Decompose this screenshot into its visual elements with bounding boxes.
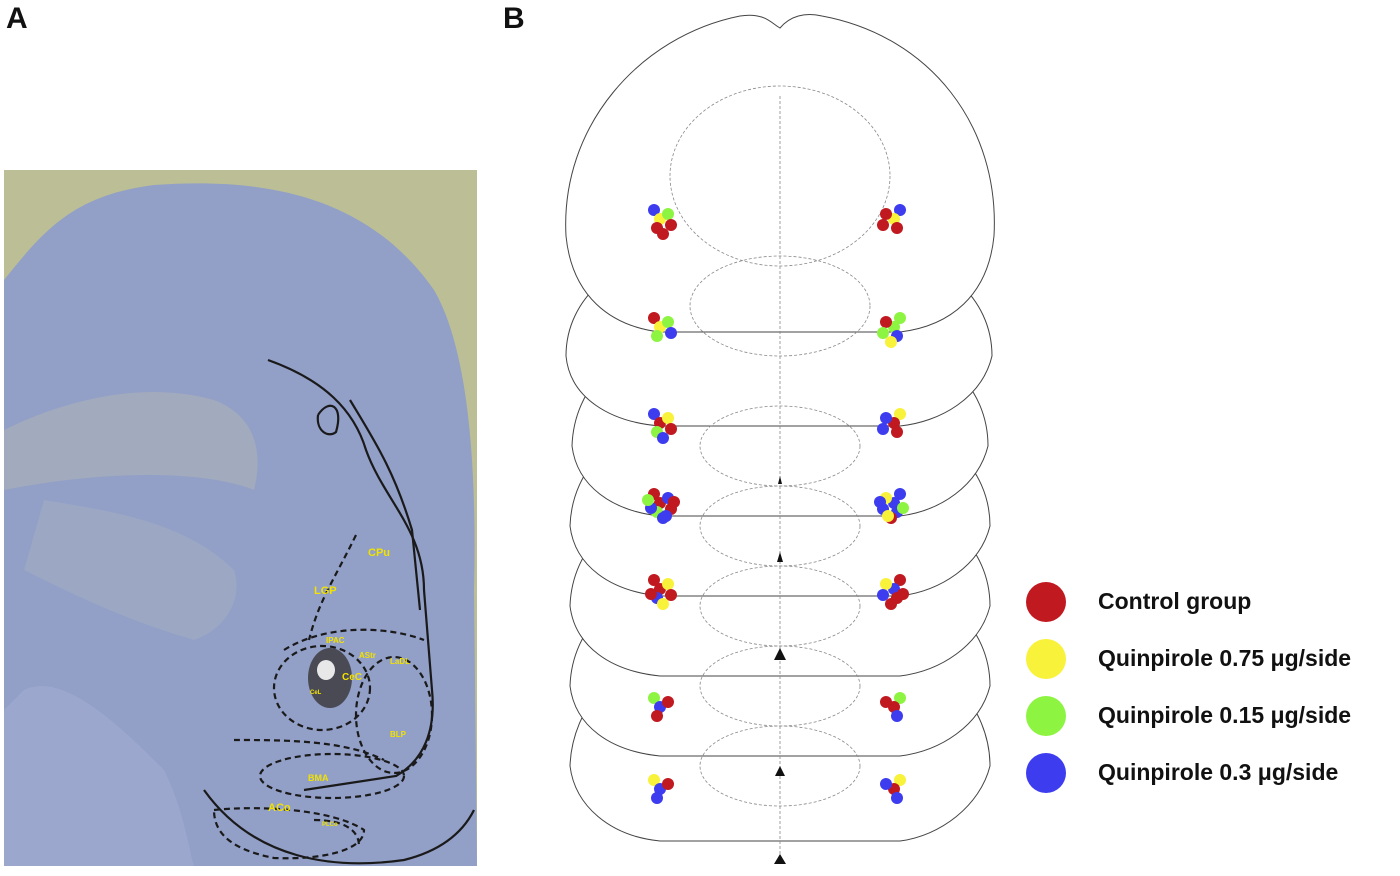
injection-dot-blue xyxy=(877,589,889,601)
injection-dot-yellow xyxy=(885,336,897,348)
injection-dot-green xyxy=(648,692,660,704)
region-label-aco: ACo xyxy=(268,802,291,814)
injection-dot-green xyxy=(642,494,654,506)
injection-dot-green xyxy=(662,316,674,328)
injection-dot-green xyxy=(651,330,663,342)
injection-dot-yellow xyxy=(880,578,892,590)
injection-dot-red xyxy=(648,312,660,324)
injection-dot-red xyxy=(880,696,892,708)
injection-dot-red xyxy=(897,588,909,600)
injection-dot-red xyxy=(665,589,677,601)
injection-dot-blue xyxy=(874,496,886,508)
injection-dot-blue xyxy=(657,432,669,444)
region-label-cpu: CPu xyxy=(368,547,390,559)
injection-dot-red xyxy=(877,219,889,231)
legend-dot-quinpirole-03 xyxy=(1026,753,1066,793)
injection-dot-green xyxy=(894,692,906,704)
injection-dot-red xyxy=(645,588,657,600)
injection-dot-red xyxy=(665,219,677,231)
injection-dot-red xyxy=(894,574,906,586)
panel-letter-a: A xyxy=(6,2,28,35)
injection-dot-green xyxy=(894,312,906,324)
injection-dot-yellow xyxy=(882,510,894,522)
region-label-plco: PLCo xyxy=(322,822,338,828)
injection-dot-green xyxy=(897,502,909,514)
internal-capsule xyxy=(24,500,237,640)
injection-site-dots xyxy=(642,204,909,804)
injection-dot-blue xyxy=(648,204,660,216)
injection-dot-blue xyxy=(651,792,663,804)
injection-dot-blue xyxy=(880,778,892,790)
injection-dot-red xyxy=(651,710,663,722)
injection-dot-blue xyxy=(880,412,892,424)
legend-dot-quinpirole-015 xyxy=(1026,696,1066,736)
legend-label-quinpirole-015: Quinpirole 0.15 μg/side xyxy=(1098,702,1352,728)
injection-dot-red xyxy=(657,228,669,240)
legend-dot-quinpirole-075 xyxy=(1026,639,1066,679)
injection-dot-blue xyxy=(894,204,906,216)
injection-dot-blue xyxy=(877,423,889,435)
injection-dot-red xyxy=(665,423,677,435)
injection-dot-blue xyxy=(660,510,672,522)
injection-dot-red xyxy=(891,222,903,234)
injection-dot-red xyxy=(880,208,892,220)
region-label-cel: CeL xyxy=(310,690,322,696)
legend-dot-control xyxy=(1026,582,1066,622)
injection-dot-yellow xyxy=(662,578,674,590)
region-label-blp: BLP xyxy=(390,730,407,739)
legend-label-quinpirole-075: Quinpirole 0.75 μg/side xyxy=(1098,645,1352,671)
region-label-cec: CeC xyxy=(342,672,362,683)
injection-dot-blue xyxy=(891,792,903,804)
atlas-outline xyxy=(203,358,475,865)
white-matter-band xyxy=(4,391,258,490)
injection-dot-blue xyxy=(891,710,903,722)
injection-dot-yellow xyxy=(657,598,669,610)
injection-dot-blue xyxy=(665,327,677,339)
injection-dot-red xyxy=(662,696,674,708)
legend-label-control: Control group xyxy=(1098,588,1252,614)
region-label-lgp: LGP xyxy=(314,585,337,597)
injection-dot-yellow xyxy=(662,412,674,424)
midline-markers xyxy=(774,476,786,864)
injection-dot-red xyxy=(880,316,892,328)
atlas-dashed-regions xyxy=(212,534,434,860)
region-label-ladl: LaDL xyxy=(390,657,410,666)
injection-dot-red xyxy=(891,426,903,438)
atlas-sections-diagram xyxy=(565,14,995,866)
lesion-highlight xyxy=(317,660,335,680)
legend-label-quinpirole-03: Quinpirole 0.3 μg/side xyxy=(1098,759,1339,785)
injection-dot-yellow xyxy=(648,774,660,786)
region-label-ipac: IPAC xyxy=(326,636,345,645)
injection-dot-red xyxy=(668,496,680,508)
panel-letter-b: B xyxy=(503,2,525,35)
injection-dot-red xyxy=(662,778,674,790)
injection-dot-green xyxy=(877,327,889,339)
injection-dot-blue xyxy=(894,488,906,500)
injection-dot-red xyxy=(648,574,660,586)
region-label-bma: BMA xyxy=(308,773,329,783)
region-label-astr: AStr xyxy=(359,651,376,660)
injection-dot-yellow xyxy=(894,774,906,786)
injection-dot-green xyxy=(662,208,674,220)
ventral-tissue xyxy=(4,686,194,866)
injection-dot-red xyxy=(885,598,897,610)
injection-dot-yellow xyxy=(894,408,906,420)
histology-section-image: CPu LGP IPAC AStr LaDL CeC CeL BLP BMA A… xyxy=(4,170,477,866)
injection-dot-blue xyxy=(648,408,660,420)
